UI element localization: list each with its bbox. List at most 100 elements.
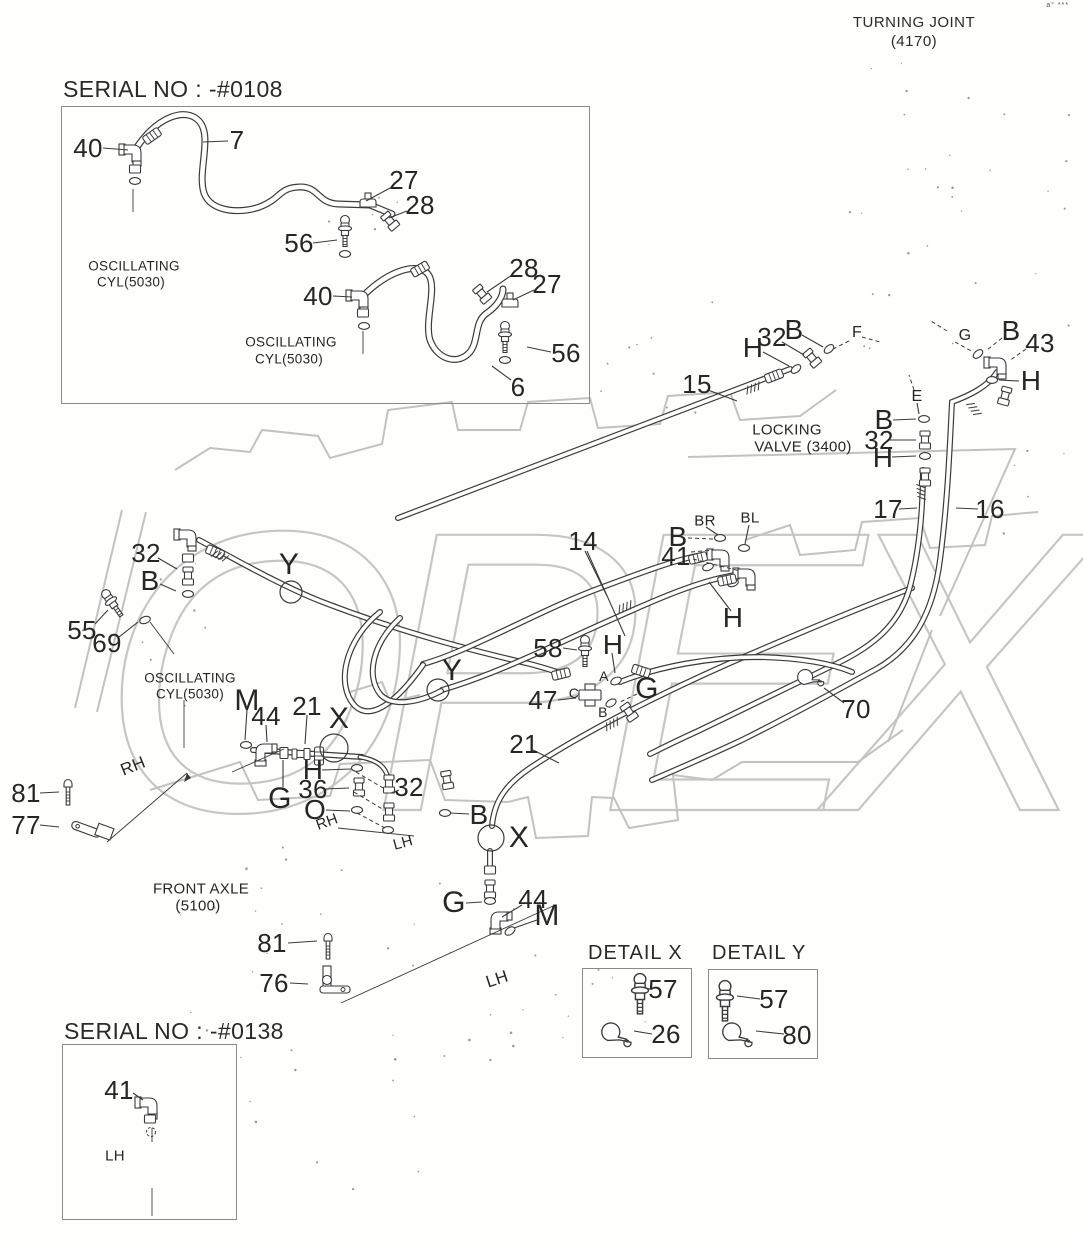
hose-path-inner bbox=[396, 367, 792, 520]
part-label-55: 55 bbox=[67, 615, 97, 645]
watermark-gear-edge bbox=[149, 729, 904, 840]
speckle-dot bbox=[393, 1057, 397, 1061]
fitting-union-icon bbox=[382, 774, 396, 794]
oscillating-cyl-label-2a: OSCILLATING bbox=[245, 334, 337, 350]
leader-line bbox=[449, 812, 470, 815]
hose-path-inner bbox=[650, 370, 999, 782]
leader-line bbox=[324, 787, 350, 790]
speckle-dot bbox=[989, 169, 991, 172]
part-label-21-a: 21 bbox=[509, 729, 539, 759]
front-axle-label-1: FRONT AXLE bbox=[152, 880, 250, 898]
leader-line bbox=[39, 824, 60, 828]
leader-line bbox=[955, 507, 979, 510]
watermark-text: OPEX bbox=[100, 448, 1083, 895]
speckle-dot bbox=[967, 96, 970, 100]
ref-label-b-e: B bbox=[140, 565, 160, 596]
dashed-leader-line bbox=[861, 336, 881, 343]
fitting-clamp-icon bbox=[797, 668, 825, 687]
part-label-21-b: 21 bbox=[292, 691, 322, 721]
speckle-dot bbox=[81, 629, 85, 632]
front-axle-label-2: (5100) bbox=[175, 897, 221, 915]
speckle-dot bbox=[159, 578, 162, 581]
speckle-dot bbox=[951, 342, 954, 345]
part-label-16: 16 bbox=[975, 494, 1005, 524]
ref-label-g-c: G bbox=[268, 782, 292, 815]
ref-label-a: A bbox=[599, 668, 609, 684]
ref-label-bl: BL bbox=[740, 509, 760, 527]
watermark-gear-edge bbox=[349, 680, 421, 704]
watermark-gear-edge bbox=[687, 447, 1017, 617]
fitting-union-icon bbox=[918, 430, 932, 450]
fitting-braid-icon bbox=[966, 402, 982, 416]
part-label-58: 58 bbox=[533, 633, 563, 663]
part-label-32-b: 32 bbox=[864, 425, 894, 455]
fitting-ferrule-icon bbox=[551, 667, 571, 681]
speckle-dot bbox=[468, 1038, 471, 1042]
part-label-57-y: 57 bbox=[759, 984, 789, 1014]
fitting-union-icon bbox=[181, 566, 195, 586]
speckle-dot bbox=[903, 113, 906, 116]
part-label-77: 77 bbox=[11, 810, 41, 840]
ref-label-lh-3: LH bbox=[105, 1147, 125, 1165]
speckle-dot bbox=[240, 1056, 242, 1059]
speckle-dot bbox=[1026, 449, 1029, 453]
speckle-dot bbox=[868, 347, 871, 349]
speckle-dot bbox=[251, 971, 254, 973]
fitting-braid-icon bbox=[618, 600, 632, 614]
fitting-oring-icon bbox=[504, 926, 516, 936]
fitting-braid-icon bbox=[916, 483, 926, 501]
fitting-ferrule-icon bbox=[205, 544, 225, 560]
speckle-dot bbox=[290, 1049, 293, 1052]
fitting-bolt-icon bbox=[63, 778, 73, 806]
speckle-dot bbox=[644, 1021, 646, 1023]
speckle-dot bbox=[413, 923, 415, 925]
speckle-dot bbox=[438, 882, 441, 885]
leader-line bbox=[365, 186, 393, 202]
ref-label-c: C bbox=[568, 685, 580, 701]
speckle-dot bbox=[907, 252, 910, 255]
fitting-oring-icon bbox=[917, 415, 931, 423]
speckle-dot bbox=[1063, 207, 1066, 210]
fitting-ferrule-icon bbox=[142, 127, 162, 145]
speckle-dot bbox=[905, 89, 908, 93]
watermark-gear-edge bbox=[744, 511, 1039, 557]
locking-valve-label-2: VALVE (3400) bbox=[754, 438, 852, 456]
fitting-union-icon bbox=[472, 283, 493, 305]
leader-line bbox=[586, 550, 626, 637]
part-label-76: 76 bbox=[259, 968, 289, 998]
speckle-dot bbox=[694, 411, 697, 414]
leader-line bbox=[157, 557, 178, 570]
fitting-boltw-icon bbox=[497, 320, 513, 354]
guide-line bbox=[231, 748, 285, 773]
part-label-32-d: 32 bbox=[394, 772, 424, 802]
fitting-tee-icon bbox=[578, 683, 602, 707]
fitting-oring-icon bbox=[350, 806, 364, 814]
speckle-dot bbox=[392, 1079, 395, 1082]
ref-label-b-g: B bbox=[469, 799, 489, 830]
speckle-dot bbox=[319, 913, 322, 916]
dashed-leader-line bbox=[830, 340, 850, 351]
speckle-dot bbox=[190, 1011, 192, 1014]
speckle-dot bbox=[1013, 464, 1016, 467]
leader-line bbox=[512, 289, 535, 301]
hose-path-inner bbox=[648, 468, 925, 756]
speckle-dot bbox=[443, 1055, 446, 1057]
speckle-dot bbox=[245, 867, 248, 870]
leader-line bbox=[287, 940, 318, 944]
leader-line bbox=[762, 351, 790, 367]
fitting-oring-icon bbox=[239, 741, 253, 749]
speckle-dot bbox=[1067, 114, 1071, 117]
leader-line bbox=[321, 768, 352, 771]
speckle-dot bbox=[373, 228, 377, 231]
speckle-dot bbox=[860, 212, 863, 215]
part-label-28-b: 28 bbox=[509, 253, 539, 283]
speckle-dot bbox=[281, 923, 283, 925]
leader-line bbox=[118, 621, 139, 638]
speckle-dot bbox=[597, 968, 600, 971]
speckle-dot bbox=[281, 846, 284, 849]
speckle-dot bbox=[711, 301, 714, 304]
leader-line bbox=[708, 581, 732, 612]
leader-line bbox=[501, 904, 523, 918]
dashed-leader-line bbox=[692, 558, 741, 572]
speckle-dot bbox=[951, 186, 954, 190]
